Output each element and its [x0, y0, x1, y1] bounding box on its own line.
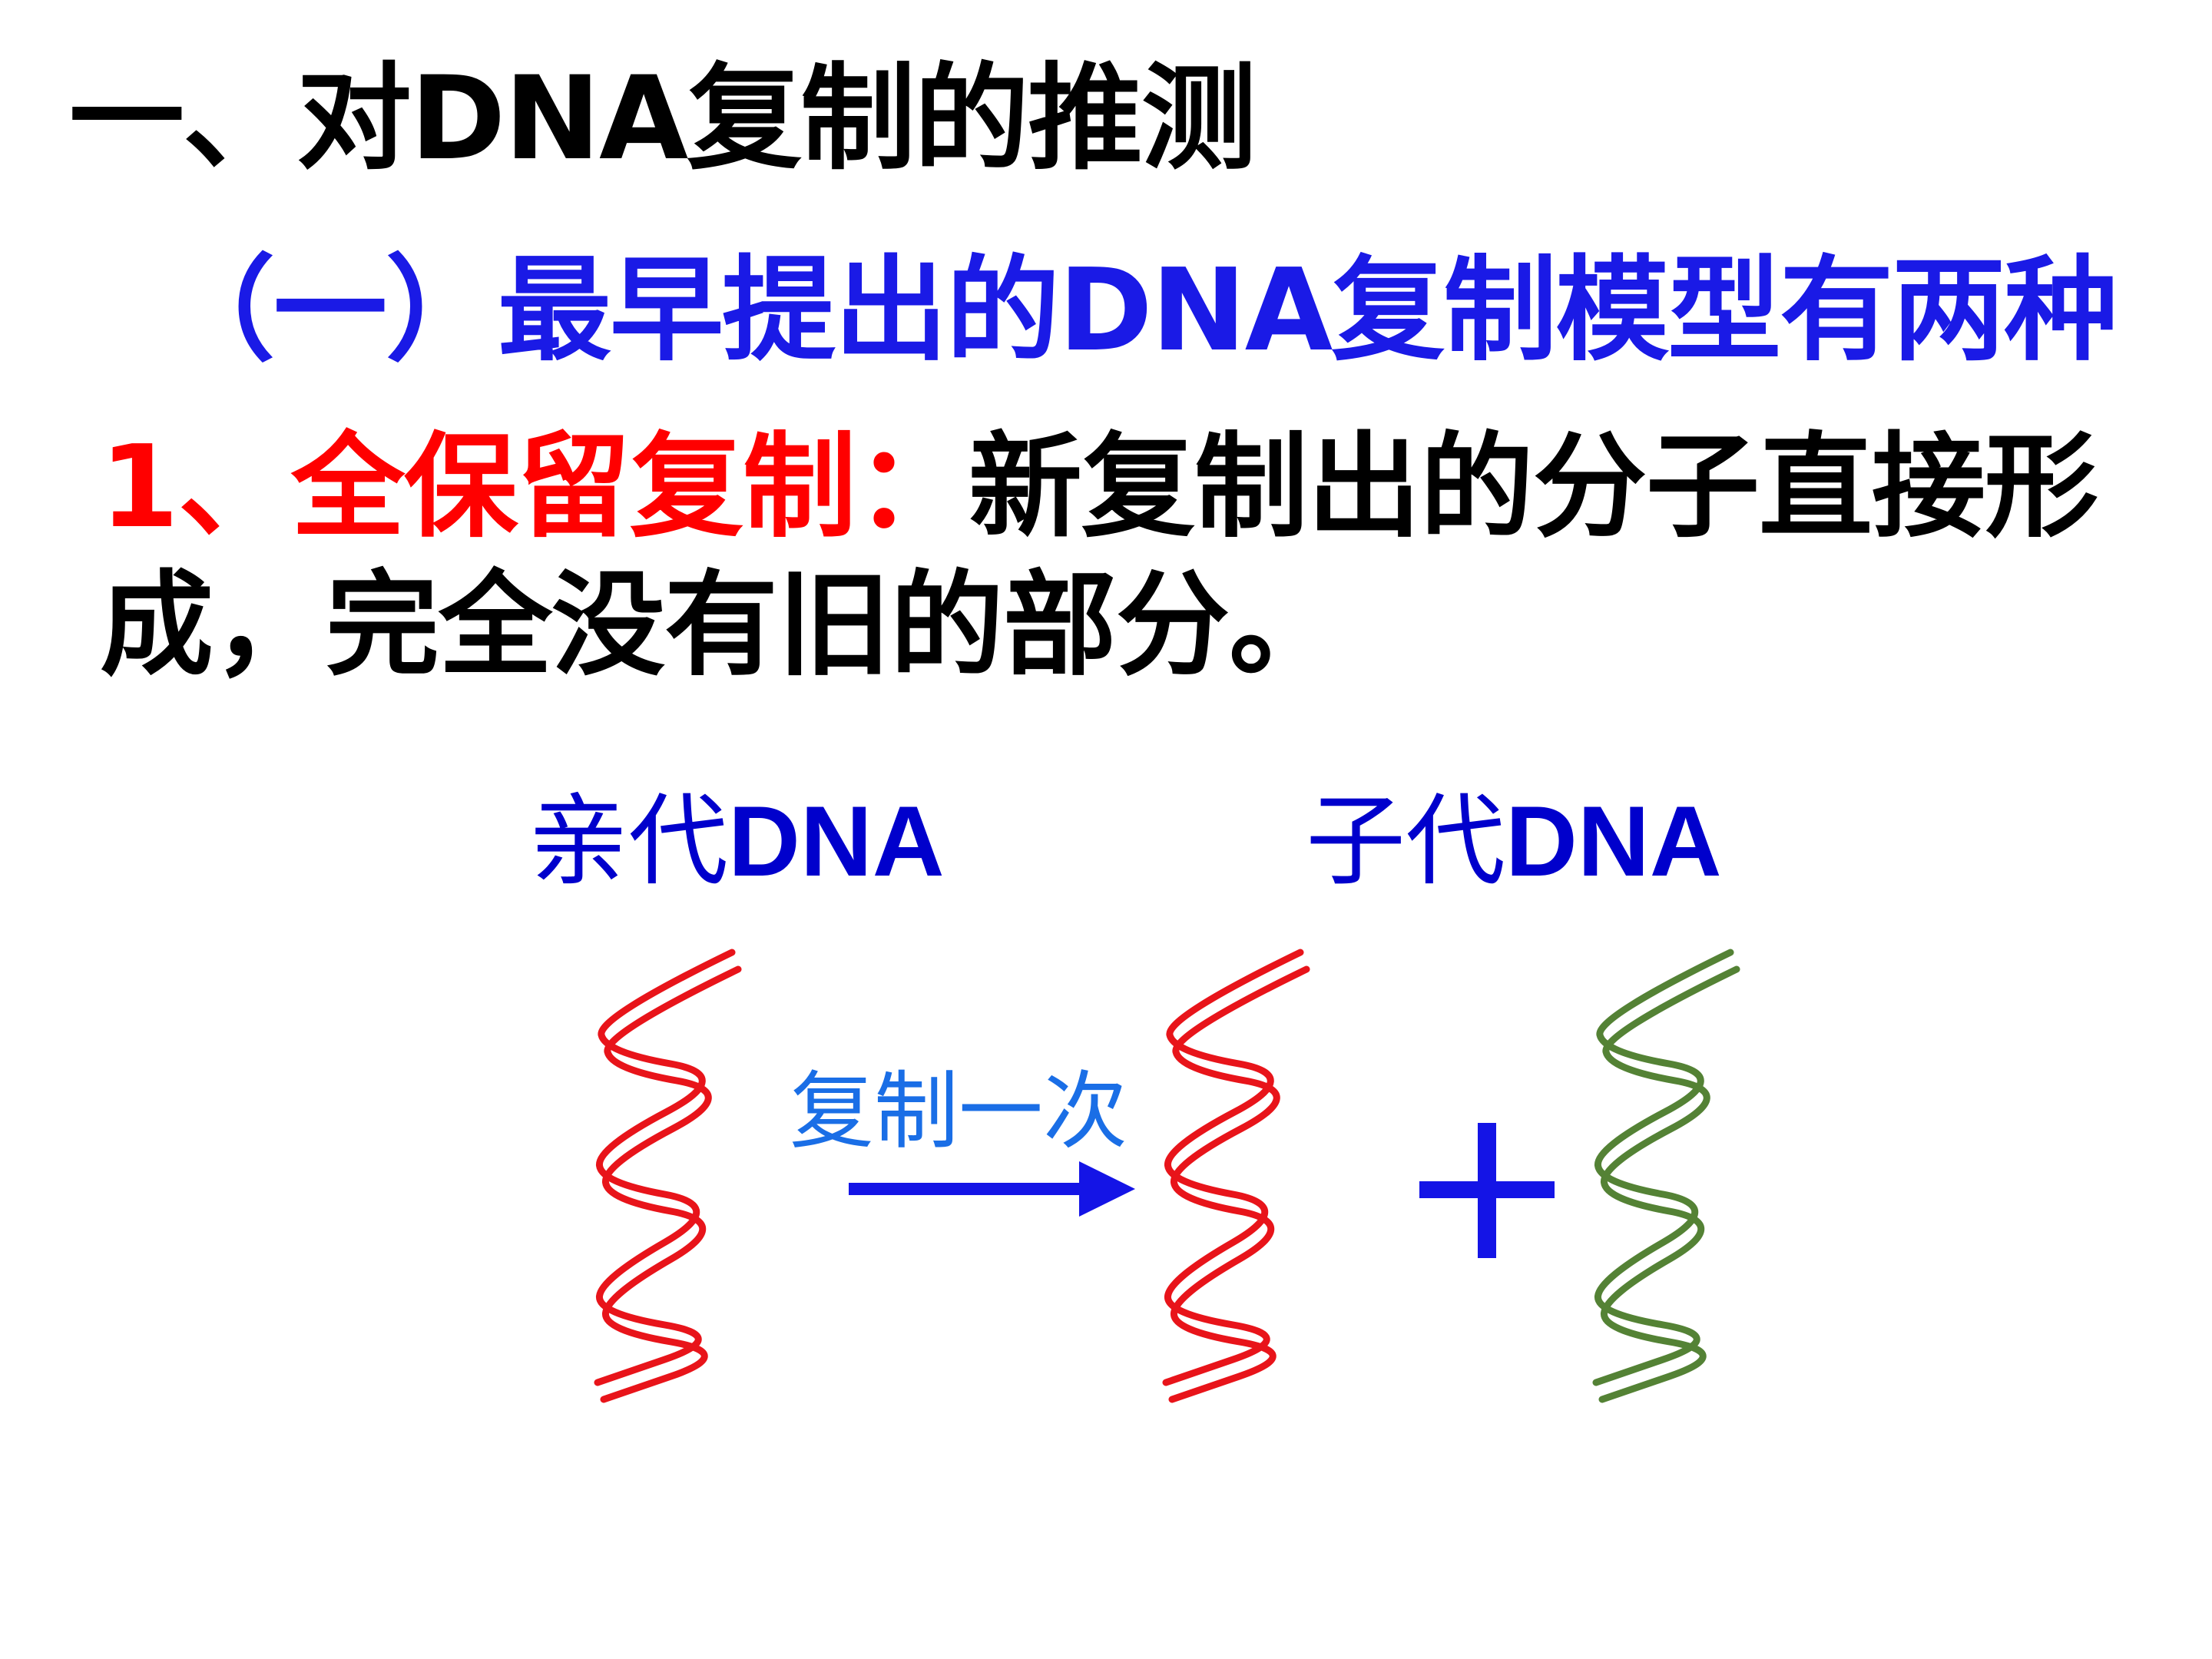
definition-line-2: 成，完全没有旧的部分。: [100, 559, 1343, 691]
helix-strand-2: [1598, 965, 1740, 1403]
parent-label-suffix: DNA: [728, 785, 945, 897]
parent-label-prefix: 亲代: [528, 783, 729, 899]
slide-title: 一、对DNA复制的推测: [69, 52, 1257, 186]
daughter-helix-old: [1162, 949, 1310, 1403]
helix-strand-2: [600, 965, 742, 1403]
definition-line-1: 1、全保留复制：新复制出的分子直接形: [100, 430, 2098, 544]
slide-subtitle: （一）最早提出的DNA复制模型有两种: [161, 244, 2118, 376]
replication-label: 复制一次: [790, 1062, 1128, 1161]
helix-strand-2: [1168, 965, 1310, 1403]
daughter-label-prefix: 子代: [1306, 783, 1506, 899]
plus-sign: [1419, 1123, 1555, 1258]
definition-term: 1、全保留复制：: [100, 421, 969, 553]
parent-helix: [594, 949, 742, 1403]
parent-dna-label: 亲代DNA: [528, 791, 945, 891]
daughter-dna-label: 子代DNA: [1306, 791, 1722, 891]
definition-text-1: 新复制出的分子直接形: [968, 421, 2098, 553]
daughter-label-suffix: DNA: [1505, 785, 1722, 897]
replication-arrow: [849, 1161, 1135, 1217]
daughter-helix-new: [1592, 949, 1740, 1403]
